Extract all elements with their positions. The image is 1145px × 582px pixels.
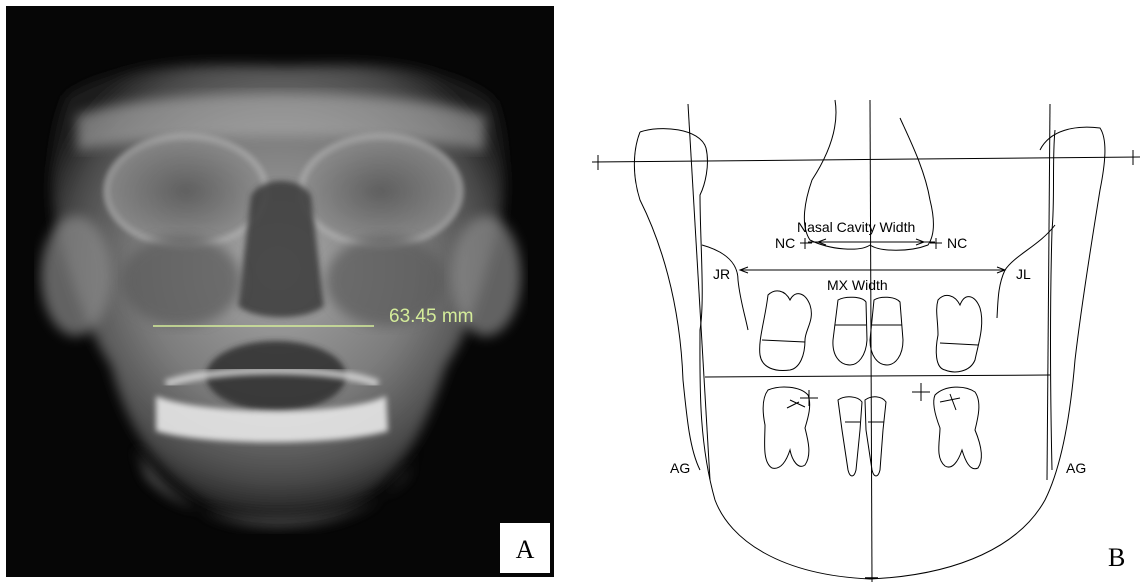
label-nasal-cavity-width: Nasal Cavity Width [797, 219, 915, 235]
label-nc-left: NC [775, 235, 795, 251]
label-jl: JL [1016, 266, 1031, 282]
right-ramus-vertical [688, 104, 710, 480]
occlusal-line [705, 375, 1050, 377]
lower-right-molar [763, 387, 810, 468]
measurement-label: 63.45 mm [389, 306, 473, 327]
radiograph-panel: 63.45 mm A [6, 6, 554, 577]
label-jr: JR [713, 266, 730, 282]
left-face-outline [870, 127, 1105, 579]
tracing-panel: Nasal Cavity Width NC NC JR JL MX Width … [575, 90, 1145, 582]
orbital-plane-line [592, 157, 1140, 162]
upper-incisor-right [833, 297, 867, 365]
left-ramus-vertical [1047, 104, 1050, 480]
lower-left-molar [934, 387, 982, 469]
lower-incisor-right [838, 397, 862, 476]
upper-incisor-left [870, 297, 903, 365]
right-face-outline [640, 129, 870, 579]
label-nc-right: NC [947, 235, 967, 251]
panel-a-letter: A [516, 535, 535, 564]
panel-b-letter: B [1108, 543, 1125, 572]
label-ag-right: AG [1066, 460, 1086, 476]
upper-left-molar [936, 295, 981, 371]
lower-incisor-left [865, 397, 886, 476]
label-ag-left: AG [670, 460, 690, 476]
upper-right-molar [760, 291, 812, 371]
label-mx-width: MX Width [827, 277, 888, 293]
